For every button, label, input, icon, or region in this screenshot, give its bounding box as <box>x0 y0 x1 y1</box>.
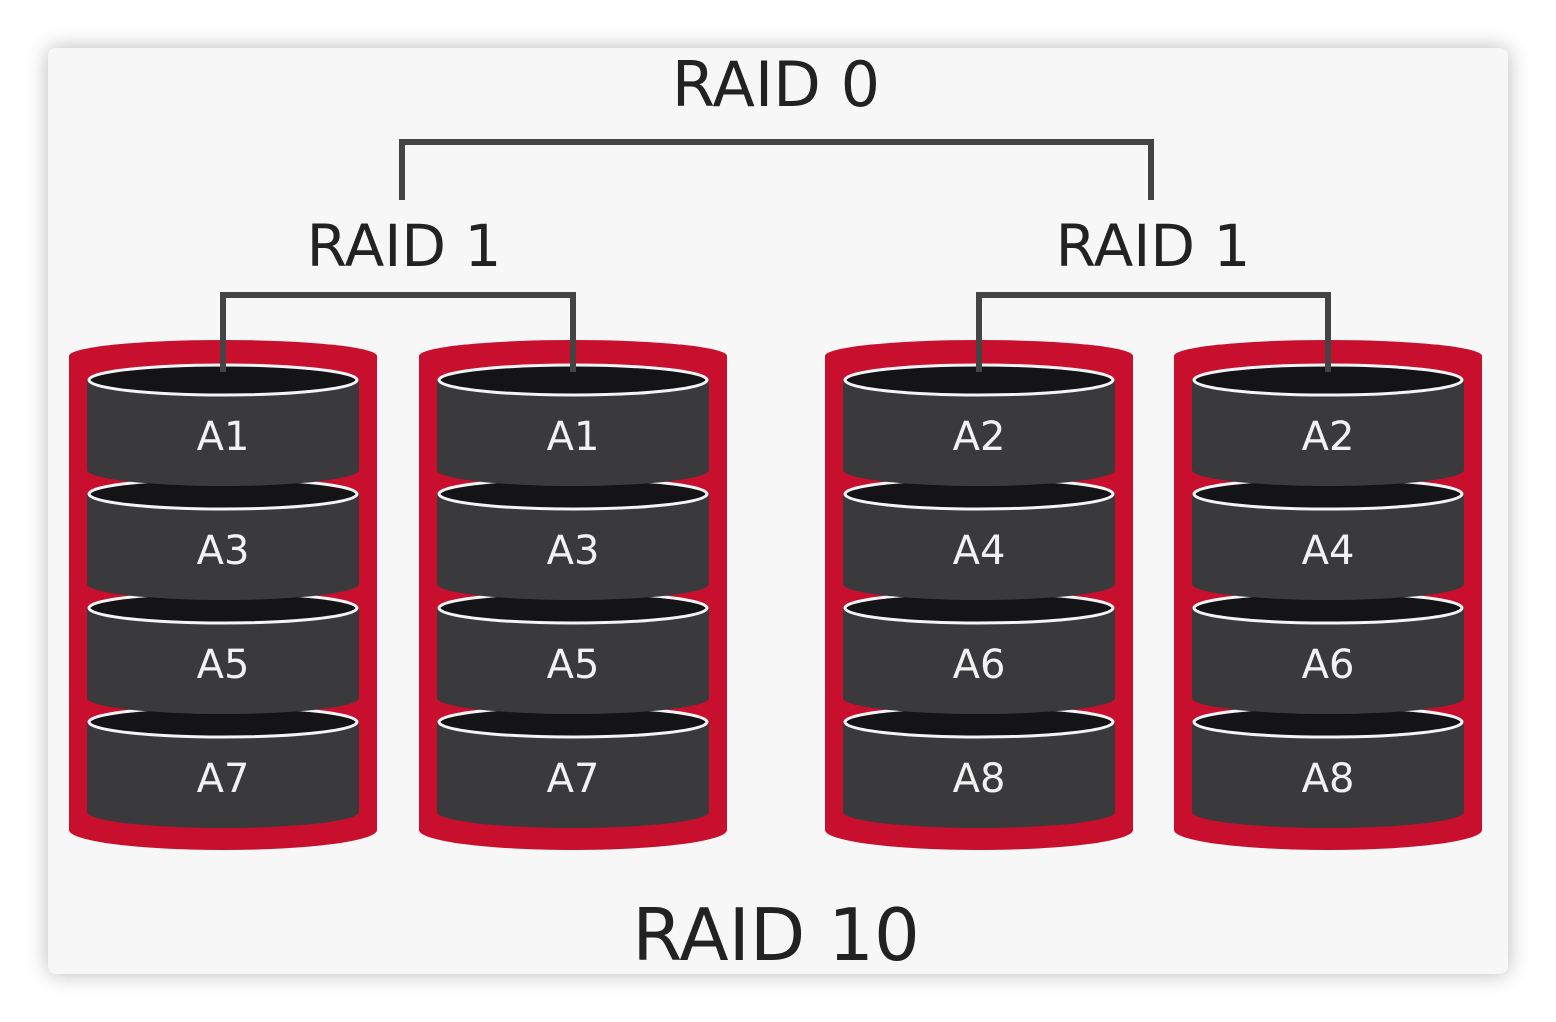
block-label: A4 <box>1302 528 1355 574</box>
disk-block: A2 <box>1192 363 1464 486</box>
block-label: A3 <box>197 528 250 574</box>
block-label: A6 <box>1302 642 1355 688</box>
disk-block: A1 <box>437 363 709 486</box>
block-label: A5 <box>547 642 600 688</box>
block-label: A8 <box>1302 756 1355 802</box>
block-label: A7 <box>547 756 600 802</box>
disk-block: A1 <box>87 363 359 486</box>
disk-stack: A8 A6 A4 A2 <box>1174 340 1482 850</box>
block-label: A2 <box>1302 414 1355 460</box>
disk-block: A4 <box>843 477 1115 600</box>
block-label: A2 <box>953 414 1006 460</box>
block-label: A7 <box>197 756 250 802</box>
disk-block: A5 <box>437 591 709 714</box>
disk-stack: A7 A5 A3 A1 <box>419 340 727 850</box>
disk-block: A2 <box>843 363 1115 486</box>
disk-block: A8 <box>1192 705 1464 828</box>
disk-block: A6 <box>1192 591 1464 714</box>
disk-block: A3 <box>87 477 359 600</box>
block-label: A5 <box>197 642 250 688</box>
raid1-label-left: RAID 1 <box>307 212 502 280</box>
disk-block: A4 <box>1192 477 1464 600</box>
block-label: A1 <box>547 414 600 460</box>
disk-block: A5 <box>87 591 359 714</box>
disk-block: A7 <box>87 705 359 828</box>
raid1-connector-left <box>220 292 576 372</box>
connector-lines <box>220 139 1331 372</box>
disk-block: A3 <box>437 477 709 600</box>
block-label: A8 <box>953 756 1006 802</box>
raid0-label: RAID 0 <box>672 48 880 121</box>
diagram-title: RAID 10 <box>632 893 920 977</box>
block-label: A3 <box>547 528 600 574</box>
disk-block: A8 <box>843 705 1115 828</box>
block-label: A6 <box>953 642 1006 688</box>
raid0-connector <box>399 139 1154 200</box>
disk-stack: A8 A6 A4 A2 <box>825 340 1133 850</box>
raid1-label-right: RAID 1 <box>1056 212 1251 280</box>
block-label: A4 <box>953 528 1006 574</box>
disk-block: A6 <box>843 591 1115 714</box>
disk-stack: A7 A5 A3 A1 <box>69 340 377 850</box>
block-label: A1 <box>197 414 250 460</box>
raid1-connector-right <box>976 292 1331 372</box>
disk-block: A7 <box>437 705 709 828</box>
